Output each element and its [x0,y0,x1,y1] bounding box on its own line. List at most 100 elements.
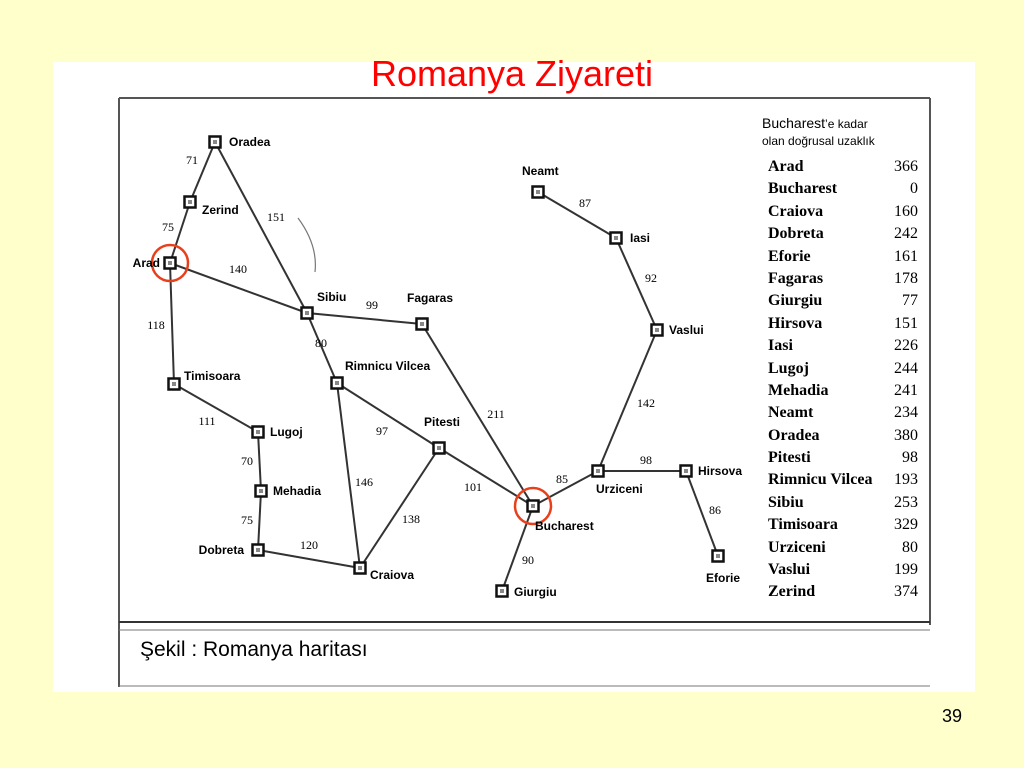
city-label-arad: Arad [133,256,160,270]
distance-label: 111 [198,414,215,428]
city-name: Hirsova [768,314,823,332]
city-name: Bucharest [768,180,838,198]
city-node-center [256,430,260,434]
distance-value: 226 [894,337,918,355]
distance-label: 98 [640,453,652,467]
city-label-dobreta: Dobreta [199,543,245,557]
city-label-vaslui: Vaslui [669,323,704,337]
road-rimnicu-pitesti [336,382,440,449]
distance-label: 85 [556,472,568,486]
distance-label: 80 [315,336,327,350]
distance-value: 234 [894,404,918,422]
road-oradea-sibiu [214,141,308,314]
distance-value: 80 [902,538,918,556]
distance-label: 120 [300,538,318,552]
city-node-center [614,236,618,240]
road-craiova-pitesti [359,447,440,569]
city-label-giurgiu: Giurgiu [514,585,557,599]
road-fagaras-bucharest [421,323,534,507]
distance-value: 98 [902,449,918,467]
highlight-ring [513,486,553,526]
table-row: Craiova 160 [768,201,920,223]
city-name: Dobreta [768,225,824,243]
distance-label: 75 [162,220,174,234]
road-timisoara-lugoj [173,383,259,433]
city-node-center [335,381,339,385]
city-node-center [655,328,659,332]
distance-value: 199 [894,561,918,579]
city-label-mehadia: Mehadia [273,484,321,498]
cities-layer [150,135,725,598]
city-node-center [168,261,172,265]
table-row: Hirsova 151 [768,313,920,335]
distance-label: 97 [376,424,388,438]
table-row: Urziceni 80 [768,537,920,559]
city-name: Iasi [768,337,793,355]
distance-value: 151 [894,314,918,332]
road-arad-sibiu [169,262,308,314]
city-label-eforie: Eforie [706,571,740,585]
city-node-center [358,566,362,570]
city-name: Timisoara [768,516,838,534]
distance-label: 92 [645,271,657,285]
city-node-center [536,190,540,194]
road-oradea-zerind [189,141,216,203]
road-pitesti-bucharest [438,447,534,507]
city-node-center [256,548,260,552]
city-name: Urziceni [768,538,826,556]
road-mehadia-dobreta [257,490,262,551]
distance-label: 138 [402,512,420,526]
road-rimnicu-craiova [336,382,361,569]
figure-panel [53,62,975,692]
figure-caption: Şekil : Romanya haritası [140,638,368,661]
distance-label: 101 [464,480,482,494]
distance-value: 178 [894,269,918,287]
highlight-ring [150,243,190,283]
city-node-center [596,469,600,473]
distance-label: 86 [709,503,721,517]
distance-value: 241 [894,381,918,399]
city-label-neamt: Neamt [522,164,559,178]
road-zerind-arad [169,201,191,264]
distance-label: 211 [487,407,505,421]
road-hirsova-eforie [685,470,719,557]
distance-value: 161 [894,247,918,265]
city-label-oradea: Oradea [229,135,271,149]
distance-value: 374 [894,583,918,601]
distance-label: 87 [579,196,591,210]
city-node-center [531,504,535,508]
city-name: Vaslui [768,561,811,579]
distance-value: 380 [894,426,918,444]
distance-value: 244 [894,359,918,377]
road-bucharest-urziceni [532,470,599,507]
slide-title: Romanya Ziyareti [370,53,654,94]
city-label-urziceni: Urziceni [596,482,643,496]
distance-label: 70 [241,454,253,468]
city-name: Giurgiu [768,292,823,310]
city-label-zerind: Zerind [202,203,239,217]
city-node-center [420,322,424,326]
city-name: Craiova [768,202,824,220]
distance-label: 99 [366,298,378,312]
slide-number: 39 [941,706,962,726]
distance-value: 160 [894,202,918,220]
road-urziceni-vaslui [597,329,658,472]
city-node-center [500,589,504,593]
heuristic-title-suffix: ’e kadar [825,117,868,131]
distance-value: 253 [894,493,918,511]
distance-label: 75 [241,513,253,527]
city-node-center [305,311,309,315]
